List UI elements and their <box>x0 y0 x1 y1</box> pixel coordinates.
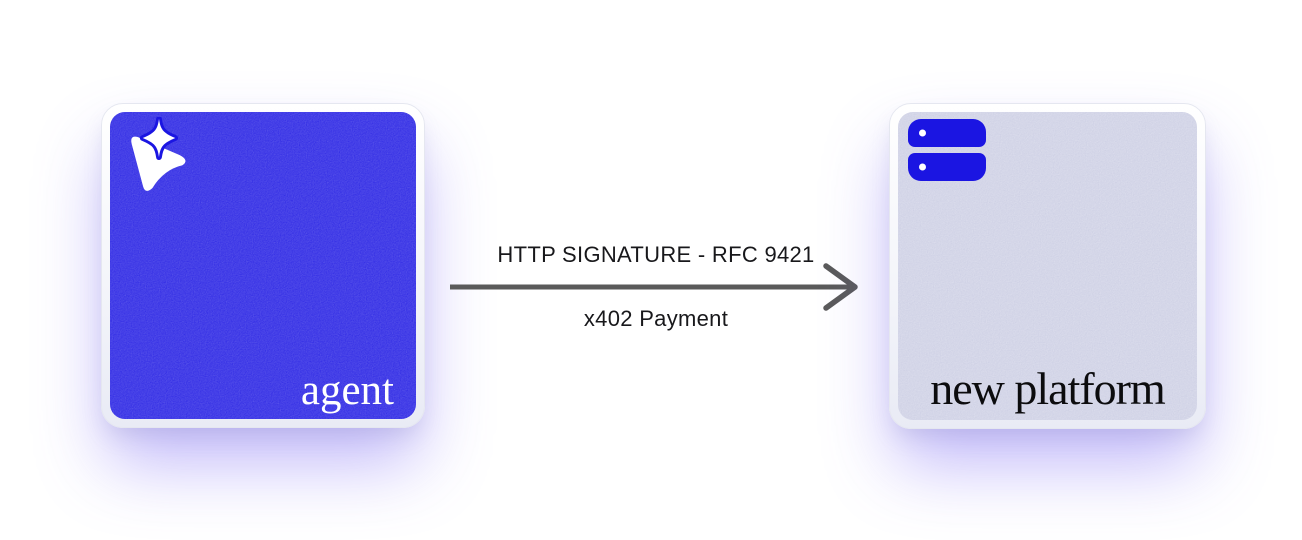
platform-card-surface: new platform <box>898 112 1197 420</box>
server-bar <box>908 119 986 147</box>
platform-card: new platform <box>889 103 1206 429</box>
agent-card-label: agent <box>300 366 394 414</box>
right-arrow-icon <box>450 263 858 311</box>
request-flow: HTTP SIGNATURE - RFC 9421 x402 Payment <box>450 242 862 342</box>
flow-bottom-label: x402 Payment <box>583 306 729 331</box>
server-led-dot <box>919 129 926 137</box>
flow-top-label: HTTP SIGNATURE - RFC 9421 <box>497 242 815 267</box>
agent-card-surface: agent <box>110 112 416 419</box>
server-icon <box>908 119 986 181</box>
server-bar <box>908 153 986 181</box>
server-led-dot <box>919 163 926 171</box>
platform-card-label: new platform <box>930 362 1166 414</box>
agent-card: agent <box>101 103 425 428</box>
sparkle-cursor-icon <box>131 117 186 191</box>
